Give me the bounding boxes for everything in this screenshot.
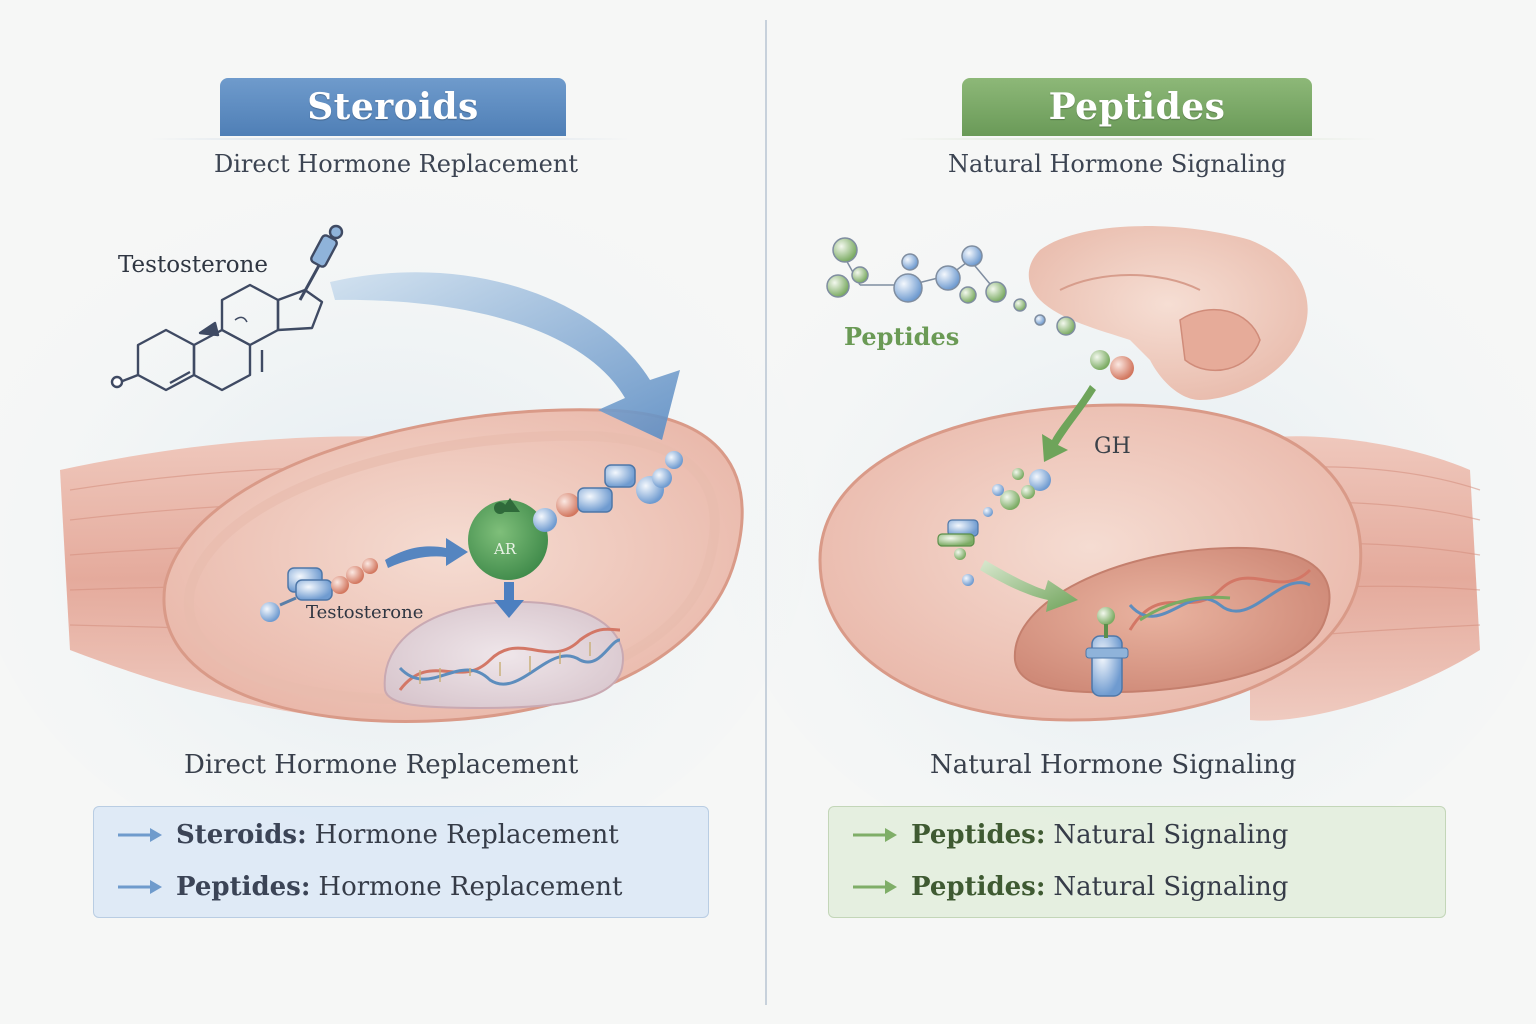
key-bold-label: Peptides: (911, 872, 1046, 902)
steroids-caption: Direct Hormone Replacement (184, 750, 579, 780)
peptides-title-rule (898, 138, 1378, 140)
key-row: Peptides: Hormone Replacement (116, 869, 623, 905)
peptides-tab-title: Peptides (962, 78, 1312, 136)
peptides-caption: Natural Hormone Signaling (930, 750, 1297, 780)
ar-receptor-label: AR (494, 540, 517, 558)
peptide-chain (826, 237, 1076, 336)
steroids-subtitle: Direct Hormone Replacement (214, 150, 578, 178)
key-row: Peptides: Natural Signaling (851, 869, 1288, 905)
steroids-panel: Steroids Direct Hormone Replacement Test… (93, 78, 709, 918)
gh-molecules (937, 468, 1051, 586)
key-row: Steroids: Hormone Replacement (116, 817, 619, 853)
peptides-key-box: Peptides: Natural Signaling Peptides: Na… (828, 806, 1446, 918)
key-row: Peptides: Natural Signaling (851, 817, 1288, 853)
peptides-panel: Peptides Natural Hormone Signaling Pepti… (768, 0, 1536, 1024)
nucleus-signal-arrow (980, 560, 1078, 612)
bound-molecule-chain (533, 451, 683, 532)
arrow-right-icon (853, 828, 897, 842)
key-bold-label: Steroids: (176, 820, 307, 850)
panel-divider (765, 20, 767, 1005)
brain-pituitary (1028, 226, 1308, 400)
key-text: Hormone Replacement (314, 820, 619, 850)
key-text: Natural Signaling (1053, 872, 1289, 902)
arrow-right-icon (853, 880, 897, 894)
key-text: Hormone Replacement (318, 872, 623, 902)
steroids-key-box: Steroids: Hormone Replacement Peptides: … (93, 806, 709, 918)
inner-testosterone-label: Testosterone (306, 602, 424, 623)
arrow-right-icon (118, 828, 162, 842)
peptides-subtitle: Natural Hormone Signaling (948, 150, 1287, 178)
steroid-entry-arrow (330, 272, 680, 440)
testosterone-structure (110, 224, 344, 392)
gh-release-arrow (1042, 385, 1096, 462)
key-bold-label: Peptides: (176, 872, 311, 902)
testosterone-label: Testosterone (118, 252, 268, 278)
key-text: Natural Signaling (1053, 820, 1289, 850)
binding-arrow (385, 538, 468, 568)
steroids-title-rule (150, 138, 630, 140)
androgen-receptor (468, 498, 548, 580)
nucleus-entry-arrow (494, 582, 524, 618)
steroids-tab-title: Steroids (220, 78, 566, 136)
arrow-right-icon (118, 880, 162, 894)
gh-label: GH (1094, 434, 1131, 459)
key-bold-label: Peptides: (911, 820, 1046, 850)
membrane-receptor (1085, 607, 1129, 697)
peptides-molecule-label: Peptides (844, 322, 960, 351)
inner-testosterone-molecule (260, 558, 378, 622)
